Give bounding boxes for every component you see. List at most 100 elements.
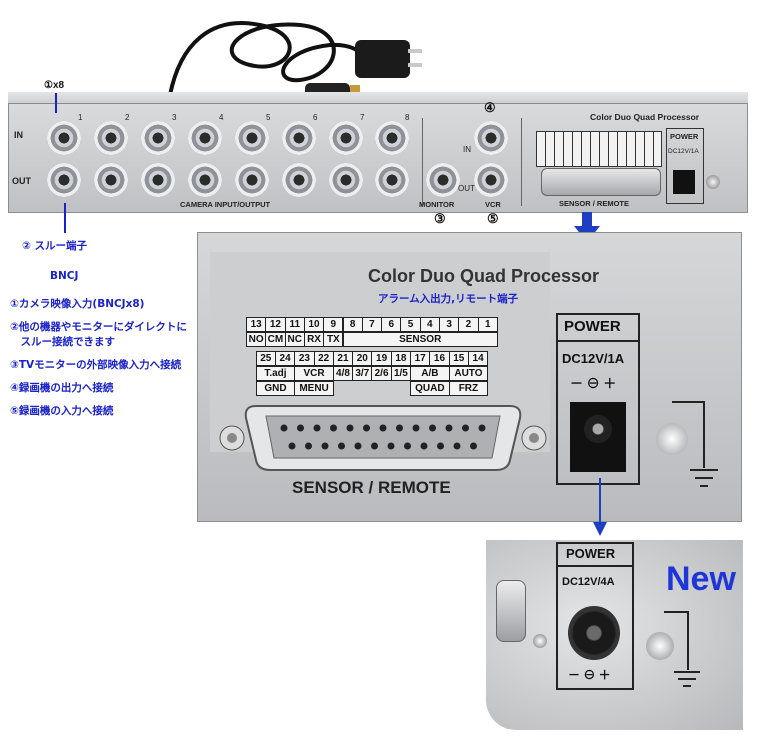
pin-function: 3/7 — [352, 366, 373, 381]
pin-number: 9 — [323, 317, 344, 332]
pin-number: 15 — [448, 351, 469, 366]
channel-number: 5 — [266, 113, 271, 122]
pin-number: 24 — [274, 351, 296, 366]
pin-number: 18 — [390, 351, 412, 366]
dsub-pin — [379, 424, 387, 432]
pin-number: 8 — [342, 317, 363, 332]
channel-number: 8 — [405, 113, 410, 122]
vcr-out-label: OUT — [458, 184, 475, 193]
new-label: New — [666, 560, 736, 598]
note-item: スルー接続できます — [10, 336, 115, 348]
dsub-pin — [363, 424, 370, 432]
thru-label: ② スルー端子 — [22, 240, 88, 252]
channel-number: 4 — [219, 113, 224, 122]
dsub-pin — [338, 442, 345, 450]
dc-jack-hole — [584, 415, 612, 443]
big-title: Color Duo Quad Processor — [368, 266, 600, 286]
pin-number: 21 — [332, 351, 354, 366]
monitor-label: MONITOR — [419, 200, 455, 209]
pin-legend-mini — [536, 131, 662, 167]
dsub-pin — [420, 442, 428, 450]
vcr-in-label: IN — [463, 145, 471, 154]
dsub-pin — [387, 442, 395, 450]
inset-power-divider — [556, 565, 634, 567]
dsub-pin — [346, 424, 354, 432]
pin-number: 16 — [429, 351, 450, 366]
big-polarity: － ⊖ ＋ — [570, 376, 617, 391]
inset-ground-screw — [646, 632, 674, 660]
arrow-down-icon — [55, 93, 57, 113]
inset-power-label: POWER — [566, 546, 616, 561]
pin-function: NC — [284, 332, 305, 347]
dsub-pin — [470, 442, 477, 450]
pin-number: 3 — [439, 317, 460, 332]
pin-number: 20 — [352, 351, 373, 366]
pin-function: MENU — [294, 381, 334, 396]
note-item: ③TVモニターの外部映像入力へ接続 — [10, 359, 182, 371]
big-power-rating: DC12V/1A — [562, 351, 625, 366]
bncj-label: BNCJ — [50, 270, 79, 282]
callout-4: ④ — [484, 100, 496, 115]
pin-number: 4 — [419, 317, 440, 332]
pin-number: 22 — [313, 351, 334, 366]
power-label: POWER — [670, 132, 699, 141]
pin-number: 14 — [467, 351, 489, 366]
big-sensor-remote-label: SENSOR / REMOTE — [292, 478, 451, 497]
bnc-in-connector — [329, 121, 363, 155]
note-item: ④録画機の出力へ接続 — [10, 382, 114, 394]
pin-number: 1 — [477, 317, 498, 332]
note-item: ②他の機器やモニターにダイレクトに — [10, 321, 187, 333]
out-label: OUT — [12, 176, 31, 186]
power-divider — [556, 340, 640, 342]
dsub-pin — [330, 424, 337, 432]
dsub-pin — [478, 424, 486, 432]
dsub-pin — [371, 442, 378, 450]
bnc-in-connector — [47, 121, 81, 155]
pin-function: 2/6 — [371, 366, 392, 381]
inset-dsub-edge — [496, 580, 526, 642]
bnc-in-connector — [375, 121, 409, 155]
pin-function: T.adj — [255, 366, 296, 381]
channel-number: 1 — [78, 113, 83, 122]
pin-number: 2 — [458, 317, 479, 332]
bnc-out-connector — [94, 163, 128, 197]
dsub-pin — [396, 424, 403, 432]
power-rating: DC12V/1A — [668, 148, 699, 155]
bnc-in-connector — [141, 121, 175, 155]
camera-io-label: CAMERA INPUT/OUTPUT — [180, 200, 271, 209]
ground-screw — [656, 423, 688, 455]
bnc-in-connector — [282, 121, 316, 155]
pin-number: 25 — [255, 351, 276, 366]
pin-function: RX — [303, 332, 325, 347]
pin-function: VCR — [294, 366, 334, 381]
pin-function: 4/8 — [332, 366, 354, 381]
bnc-out-connector — [188, 163, 222, 197]
dsub-pin — [445, 424, 453, 432]
dsub-pin — [313, 424, 321, 432]
pin-function: GND — [255, 381, 296, 396]
bnc-out-connector — [375, 163, 409, 197]
dsub-pin — [305, 442, 312, 450]
dsub-connector-mini — [541, 168, 661, 196]
big-power-label: POWER — [564, 318, 621, 335]
bnc-in-connector — [94, 121, 128, 155]
pin-function: FRZ — [448, 381, 489, 396]
dsub25-connector — [219, 405, 547, 471]
monitor-connector — [426, 163, 460, 197]
in-label: IN — [14, 130, 23, 140]
dsub-pin — [404, 442, 411, 450]
brand-label: Color Duo Quad Processor — [590, 112, 700, 122]
dsub-pin — [280, 424, 288, 432]
big-power-box — [556, 313, 640, 485]
pin-number: 12 — [265, 317, 286, 332]
bnc-out-connector — [235, 163, 269, 197]
bnc-out-connector — [282, 163, 316, 197]
inset-polarity: － ⊖ ＋ — [568, 668, 611, 682]
notes-list: ①カメラ映像入力(BNCJx8) ②他の機器やモニターにダイレクトに スルー接続… — [10, 296, 187, 418]
pin-function: NO — [246, 332, 267, 347]
pin-function-sensor: SENSOR — [342, 332, 498, 347]
channel-number: 3 — [172, 113, 177, 122]
pin-number: 7 — [361, 317, 383, 332]
dsub-pin — [288, 442, 296, 450]
arrow-down-icon — [593, 478, 607, 536]
